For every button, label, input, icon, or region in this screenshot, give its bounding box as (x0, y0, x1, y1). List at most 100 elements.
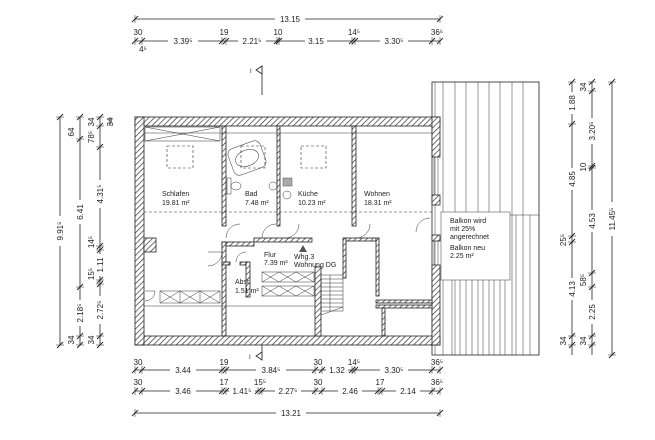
dim-top-2: 3.39⁵ (174, 37, 193, 46)
dim-right2-0: 34 (579, 82, 588, 91)
dim-right1-1: 4.85 (568, 171, 577, 187)
room-bad: Bad 7.48 m² (245, 191, 269, 207)
room-area: 1.51 m² (235, 288, 259, 295)
room-abst: Abst. 1.51 m² (235, 279, 259, 295)
dim-bottom2-0: 30 (134, 378, 143, 387)
dim-top-3: 19 (220, 28, 229, 37)
dim-bottom1-1: 3.44 (175, 366, 191, 375)
dim-left1-1: 6.41 (76, 204, 85, 220)
dim-top-1: 4⁵ (139, 45, 147, 54)
bathtub (227, 140, 267, 176)
left-dimension-chain-2: 34 78⁵ 4.31⁵ 14⁵ 1.11 15⁵ 2.72⁵ 34 (87, 113, 106, 349)
dim-bottom1-8: 36⁵ (431, 358, 443, 367)
dim-left1-2: 2.18⁵ (76, 304, 85, 323)
dim-bottom1-3: 3.84⁵ (262, 366, 281, 375)
cupboards-bottom-left (144, 290, 221, 304)
room-name: Wohnen (364, 191, 390, 198)
dim-bottom2-1: 3.46 (175, 387, 191, 396)
left-dimension-chain-1: 64 6.41 2.18⁵ 34 (67, 113, 86, 349)
unit-number: Whg.3 (294, 254, 314, 261)
dim-left2-6: 2.72⁵ (96, 301, 105, 320)
dim-left2-7: 34 (87, 335, 96, 344)
room-area: 19.81 m² (162, 200, 190, 207)
dim-bottom1-2: 19 (220, 358, 229, 367)
top-dimension-total: 13.15 (131, 13, 444, 25)
dim-left1-3: 34 (67, 335, 76, 344)
dim-right2-3: 4.53 (588, 213, 597, 229)
dim-bottom1-4: 30 (314, 358, 323, 367)
balcony-note-line4: Balkon neu (450, 245, 485, 252)
balcony-note: Balkon wird mit 25% angerechnet Balkon n… (440, 211, 511, 281)
section-marker-bottom: I (249, 345, 263, 361)
left-dimension-top-34: 34 (106, 117, 115, 126)
interior-walls (143, 125, 433, 337)
dim-right2-5: 2.25 (588, 304, 597, 320)
dim-left2-3: 14⁵ (87, 236, 96, 248)
top-dimension-chain: 30 4⁵ 3.39⁵ 19 2.21⁵ 10 3.15 14⁵ 3.30⁵ 3… (131, 28, 444, 54)
dim-top-total: 13.15 (280, 15, 301, 24)
dim-right2-1: 3.20⁵ (588, 122, 597, 141)
dim-right-total: 11.45⁵ (608, 208, 617, 231)
right-windows (433, 157, 439, 265)
dim-right1-3: 4.13 (568, 281, 577, 297)
dim-right1-4: 34 (559, 336, 568, 345)
exterior-walls (134, 116, 441, 346)
bottom-dimension-total: 13.21 (131, 407, 444, 419)
left-dimension-total: 9.91⁵ (54, 113, 66, 349)
dim-left2-5: 15⁵ (87, 268, 96, 280)
dim-bottom2-6: 30 (314, 378, 323, 387)
skylights (166, 145, 327, 169)
dim-bottom2-7: 2.46 (342, 387, 358, 396)
dim-right1-0: 1.88 (568, 95, 577, 111)
room-name: Schlafen (162, 191, 189, 198)
dim-bottom2-4: 15⁵ (254, 378, 266, 387)
section-marker-label: I (250, 69, 252, 75)
room-kueche: Küche 10.23 m² (298, 191, 326, 207)
kitchen-stove (282, 177, 293, 200)
room-schlafen: Schlafen 19.81 m² (162, 191, 190, 207)
room-name: Flur (264, 252, 277, 259)
balcony-note-line2: mit 25% (450, 226, 475, 233)
dim-top-0: 30 (134, 28, 143, 37)
balcony-note-line3: angerechnet (450, 234, 489, 241)
room-area: 7.39 m² (264, 260, 288, 267)
dim-left2-4: 1.11 (96, 257, 105, 273)
right-dimension-chain-1: 1.88 4.85 25⁵ 4.13 34 (559, 78, 578, 355)
bottom-dimension-chain-1: 30 3.44 19 3.84⁵ 30 1.32 14⁵ 3.30⁵ 36⁵ (131, 358, 444, 375)
unit-name: Wohnung DG (294, 262, 336, 269)
room-area: 10.23 m² (298, 200, 326, 207)
dim-bottom2-2: 17 (220, 378, 229, 387)
dim-bottom2-5: 2.27⁵ (279, 387, 298, 396)
dim-top-7: 14⁵ (348, 28, 360, 37)
section-marker-top: I (250, 65, 263, 95)
dim-bottom1-5: 1.32 (329, 366, 345, 375)
dim-left2-0: 34 (87, 117, 96, 126)
room-flur: Flur 7.39 m² (264, 252, 288, 267)
room-name: Küche (298, 191, 318, 198)
unit-entrance-triangle-icon (299, 245, 307, 252)
unit-label: Whg.3 Wohnung DG (294, 245, 336, 269)
room-area: 18.31 m² (364, 200, 392, 207)
dim-left-top-34: 34 (106, 117, 115, 126)
dim-right1-2: 25⁵ (559, 234, 568, 246)
dim-top-9: 36⁵ (431, 28, 443, 37)
dim-right2-6: 34 (579, 336, 588, 345)
dim-bottom1-6: 14⁵ (348, 358, 360, 367)
door-swings (207, 217, 431, 267)
dim-right2-2: 10 (579, 162, 588, 171)
wardrobe-schlafen (144, 126, 221, 142)
cupboards-flur (261, 271, 315, 297)
staircase (320, 274, 344, 316)
dim-left2-1: 78⁵ (87, 131, 96, 143)
balcony-note-line1: Balkon wird (450, 218, 486, 225)
bottom-dimension-chain-2: 30 3.46 17 1.41⁵ 15⁵ 2.27⁵ 30 2.46 17 2.… (131, 378, 444, 396)
dim-left2-2: 4.31⁵ (96, 185, 105, 204)
washbasin (268, 181, 278, 191)
dim-right2-4: 58⁵ (579, 274, 588, 286)
dim-left1-0: 64 (67, 127, 76, 136)
toilet (226, 177, 242, 195)
room-name: Bad (245, 191, 258, 198)
dim-bottom1-7: 3.30⁵ (385, 366, 404, 375)
right-dimension-chain-2: 34 3.20⁵ 10 4.53 58⁵ 2.25 34 (579, 78, 598, 355)
